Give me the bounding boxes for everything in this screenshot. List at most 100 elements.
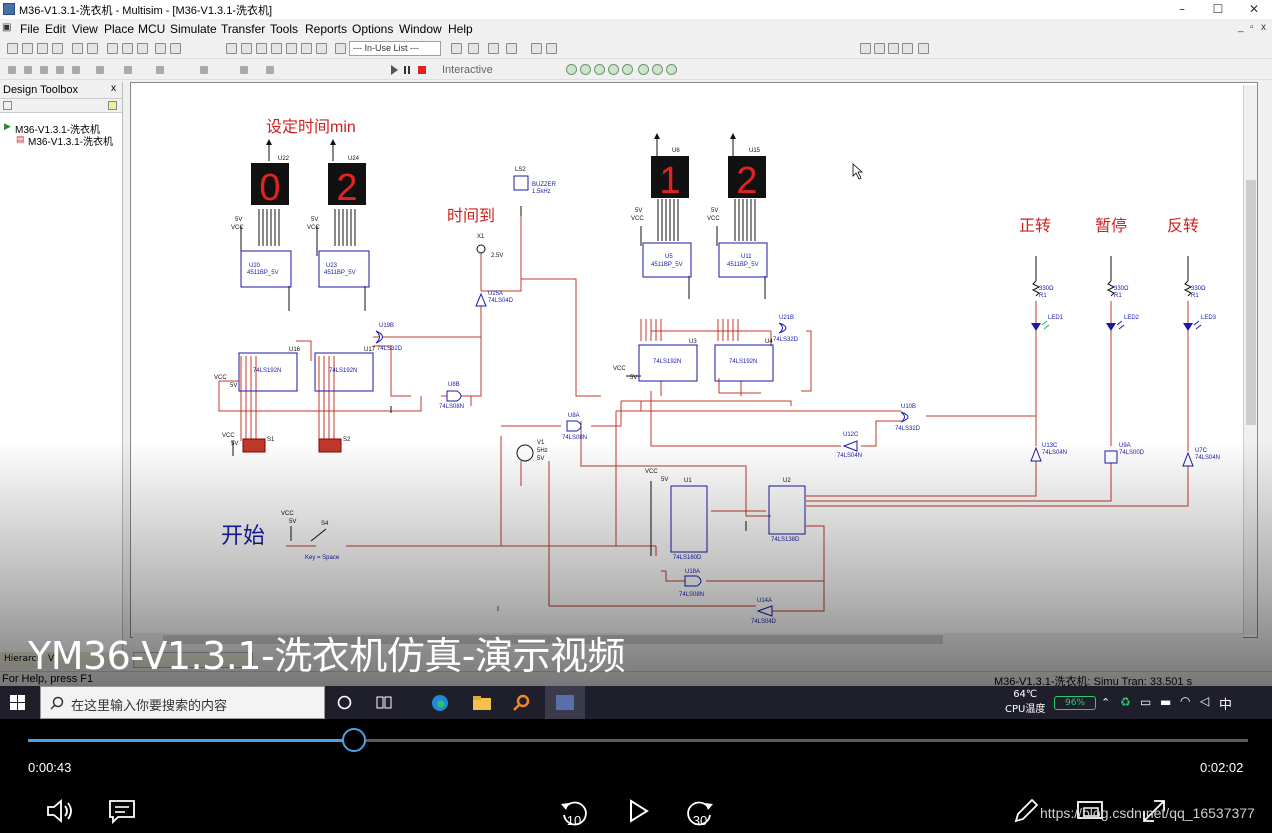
copy-icon[interactable] bbox=[122, 43, 133, 54]
close-button[interactable]: ✕ bbox=[1248, 2, 1260, 16]
play-icon[interactable] bbox=[622, 795, 654, 827]
minimize-button[interactable]: – bbox=[1179, 2, 1185, 16]
stop-icon[interactable] bbox=[418, 66, 426, 74]
run-icon[interactable] bbox=[391, 65, 398, 75]
print-preview-icon[interactable] bbox=[87, 43, 98, 54]
grapher-icon[interactable] bbox=[256, 43, 267, 54]
menu-options[interactable]: Options bbox=[352, 22, 394, 36]
seek-bar[interactable] bbox=[28, 728, 1248, 752]
menu-edit[interactable]: Edit bbox=[45, 22, 66, 36]
zoom-out-icon[interactable] bbox=[874, 43, 885, 54]
skip-back-icon[interactable]: 10 bbox=[558, 795, 590, 827]
zoom-sheet-icon[interactable] bbox=[902, 43, 913, 54]
probe-voltage-icon[interactable] bbox=[566, 64, 577, 75]
mdi-minimize-icon[interactable]: _ bbox=[1238, 22, 1244, 33]
erc-icon[interactable] bbox=[451, 43, 462, 54]
tray-usb-icon[interactable]: ▭ bbox=[1140, 695, 1152, 709]
switch-s2[interactable] bbox=[318, 438, 342, 453]
export-icon[interactable] bbox=[506, 43, 517, 54]
toolbox-close-icon[interactable]: x bbox=[111, 83, 116, 94]
tree-child-item[interactable]: M36-V1.3.1-洗衣机 bbox=[28, 137, 114, 148]
edge-icon[interactable] bbox=[430, 694, 450, 712]
place-graphic-icon[interactable] bbox=[200, 66, 208, 74]
vertical-scroll-thumb[interactable] bbox=[1246, 180, 1256, 425]
menu-help[interactable]: Help bbox=[448, 22, 473, 36]
task-view-icon[interactable] bbox=[376, 695, 392, 710]
zoom-in-icon[interactable] bbox=[860, 43, 871, 54]
tray-volume-icon[interactable]: ◁ bbox=[1200, 694, 1210, 708]
taskbar-search-box[interactable]: 在这里输入你要搜索的内容 bbox=[40, 686, 325, 719]
tray-wifi-icon[interactable]: ◠ bbox=[1180, 694, 1191, 708]
place-probe-icon[interactable] bbox=[240, 66, 248, 74]
place-bus-icon[interactable] bbox=[40, 66, 48, 74]
probe-power-icon[interactable] bbox=[594, 64, 605, 75]
annotate-icon[interactable] bbox=[468, 43, 479, 54]
cut-icon[interactable] bbox=[107, 43, 118, 54]
schematic-canvas[interactable]: 0 2 1 2 U22 U24 U6 U15 bbox=[130, 82, 1258, 638]
toolbox-folder-icon[interactable] bbox=[108, 101, 117, 110]
place-component-icon[interactable] bbox=[8, 66, 16, 74]
battery-indicator[interactable]: 96% bbox=[1054, 696, 1096, 710]
save-icon[interactable] bbox=[52, 43, 63, 54]
windows-start-icon[interactable] bbox=[10, 695, 25, 710]
mdi-close-icon[interactable]: x bbox=[1261, 22, 1266, 33]
cast-icon[interactable] bbox=[1074, 795, 1106, 827]
redo-icon[interactable] bbox=[170, 43, 181, 54]
find-examples-icon[interactable] bbox=[531, 43, 542, 54]
maximize-button[interactable]: ☐ bbox=[1212, 2, 1224, 16]
zoom-area-icon[interactable] bbox=[888, 43, 899, 54]
spreadsheet-icon[interactable] bbox=[241, 43, 252, 54]
menu-window[interactable]: Window bbox=[399, 22, 442, 36]
transfer-pcb-icon[interactable] bbox=[488, 43, 499, 54]
menu-file[interactable]: File bbox=[20, 22, 40, 36]
database-icon[interactable] bbox=[286, 43, 297, 54]
help-icon[interactable] bbox=[546, 43, 557, 54]
volume-icon[interactable] bbox=[44, 795, 76, 827]
open-sample-icon[interactable] bbox=[37, 43, 48, 54]
place-text-icon[interactable] bbox=[156, 66, 164, 74]
toggle-fullscreen-icon[interactable] bbox=[226, 43, 237, 54]
skip-forward-icon[interactable]: 30 bbox=[684, 795, 716, 827]
in-use-list-select[interactable]: --- In-Use List --- bbox=[349, 41, 441, 56]
place-label-icon[interactable] bbox=[72, 66, 80, 74]
tree-expand-icon[interactable]: ▶ bbox=[4, 121, 11, 131]
place-wire-icon[interactable] bbox=[24, 66, 32, 74]
component-wizard-icon[interactable] bbox=[301, 43, 312, 54]
probe-ref-icon[interactable] bbox=[622, 64, 633, 75]
full-screen-icon[interactable] bbox=[918, 43, 929, 54]
menu-place[interactable]: Place bbox=[104, 22, 135, 36]
undo-icon[interactable] bbox=[155, 43, 166, 54]
tray-chevron-icon[interactable]: ⌃ bbox=[1101, 696, 1111, 709]
toolbox-new-icon[interactable] bbox=[3, 101, 12, 110]
probe-digital-icon[interactable] bbox=[638, 64, 649, 75]
menu-mcu[interactable]: MCU bbox=[138, 22, 166, 36]
place-junction-icon[interactable] bbox=[56, 66, 64, 74]
open-icon[interactable] bbox=[22, 43, 33, 54]
electrical-rules-icon[interactable] bbox=[316, 43, 327, 54]
menu-tools[interactable]: Tools bbox=[270, 22, 299, 36]
canvas-vertical-scrollbar[interactable] bbox=[1243, 85, 1257, 635]
probe-current-icon[interactable] bbox=[580, 64, 591, 75]
interactive-mode-label[interactable]: Interactive bbox=[442, 64, 493, 76]
ime-indicator[interactable]: 中 bbox=[1219, 698, 1233, 713]
place-connector-icon[interactable] bbox=[96, 66, 104, 74]
file-explorer-icon[interactable] bbox=[472, 694, 492, 712]
cortana-icon[interactable] bbox=[337, 695, 352, 710]
pause-icon-a[interactable] bbox=[404, 66, 406, 74]
multisim-taskbar-button[interactable] bbox=[545, 686, 585, 719]
switch-s1[interactable] bbox=[242, 438, 266, 453]
place-ground-icon[interactable] bbox=[266, 66, 274, 74]
seek-bar-knob[interactable] bbox=[341, 728, 366, 752]
back-annotate-icon[interactable] bbox=[335, 43, 346, 54]
print-icon[interactable] bbox=[72, 43, 83, 54]
probe-gear-icon[interactable] bbox=[666, 64, 677, 75]
key-switch-s4[interactable] bbox=[310, 528, 327, 542]
fullscreen-icon[interactable] bbox=[1138, 795, 1170, 827]
mdi-restore-icon[interactable]: ▫ bbox=[1250, 22, 1254, 33]
edit-pen-icon[interactable] bbox=[1010, 795, 1042, 827]
menu-simulate[interactable]: Simulate bbox=[170, 22, 217, 36]
search-app-icon[interactable] bbox=[512, 694, 532, 712]
menu-transfer[interactable]: Transfer bbox=[221, 22, 266, 36]
place-hier-icon[interactable] bbox=[124, 66, 132, 74]
subtitles-icon[interactable] bbox=[106, 795, 138, 827]
